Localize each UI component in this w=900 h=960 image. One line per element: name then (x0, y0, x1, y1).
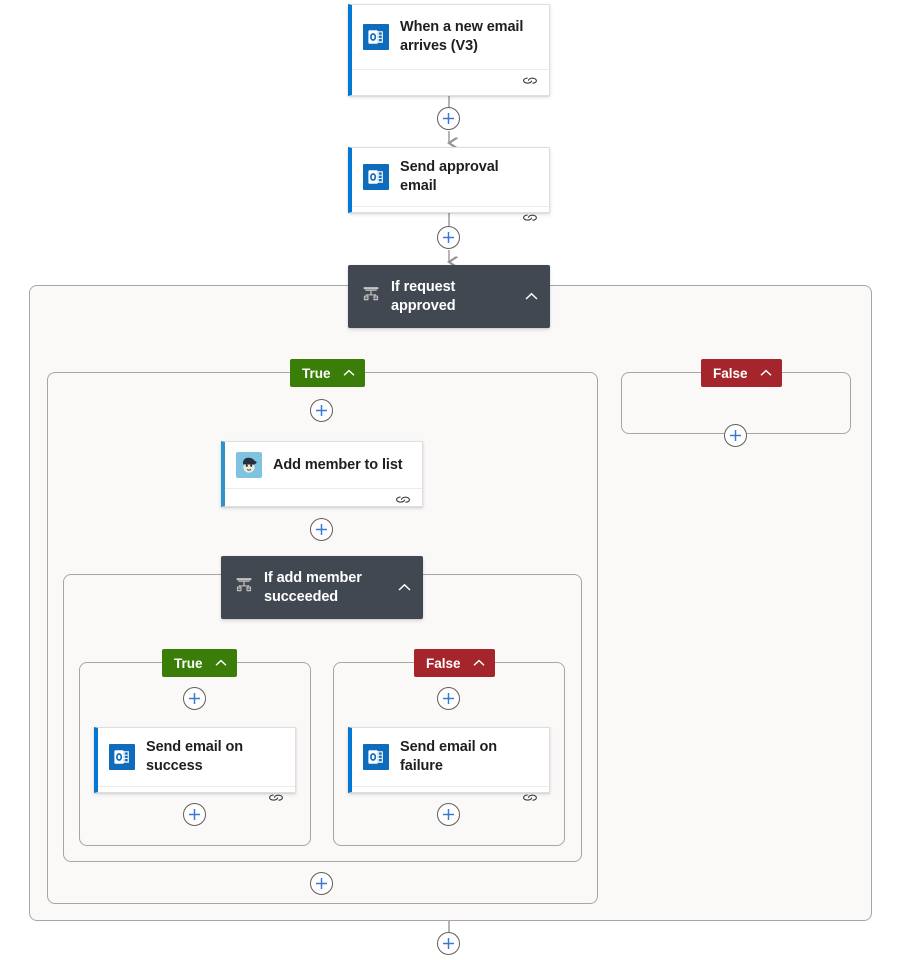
add-step-button-added-false-top[interactable] (437, 687, 460, 710)
add-step-button-approved-false-empty[interactable] (724, 424, 747, 447)
branch-badge-approved-true[interactable]: True (290, 359, 365, 387)
add-step-button-after-trigger[interactable] (437, 107, 460, 130)
add-step-button-approved-true-top[interactable] (310, 399, 333, 422)
add-step-button-after-add-member[interactable] (310, 518, 333, 541)
card-header: Send approval email (352, 148, 549, 206)
card-header: Send email on failure (352, 728, 549, 786)
card-footer (352, 786, 549, 812)
add-step-button-added-true-bottom[interactable] (183, 803, 206, 826)
add-step-button-after-if-approved[interactable] (437, 932, 460, 955)
card-title: Send email on failure (400, 739, 497, 774)
card-send-approval-email[interactable]: Send approval email (348, 147, 550, 221)
chevron-up-icon[interactable] (525, 292, 538, 301)
link-icon[interactable] (395, 493, 411, 511)
card-header: When a new email arrives (V3) (352, 5, 549, 69)
branch-label: False (713, 365, 748, 381)
card-title: If request approved (391, 278, 456, 314)
add-step-button-added-true-top[interactable] (183, 687, 206, 710)
chevron-up-icon[interactable] (760, 369, 772, 377)
outlook-icon (109, 744, 135, 770)
card-title: Send approval email (400, 159, 499, 194)
branch-label: True (174, 655, 203, 671)
branch-label: True (302, 365, 331, 381)
card-send-email-on-failure[interactable]: Send email on failure (348, 727, 550, 801)
card-if-add-member-succeeded[interactable]: If add member succeeded (221, 556, 423, 619)
chevron-up-icon[interactable] (398, 583, 411, 592)
card-footer (98, 786, 295, 812)
condition-icon (361, 284, 381, 309)
card-title: When a new email arrives (V3) (400, 19, 524, 54)
card-add-member-to-list[interactable]: Add member to list (221, 441, 423, 507)
card-title: Add member to list (273, 456, 403, 473)
branch-label: False (426, 655, 461, 671)
link-icon[interactable] (522, 211, 538, 229)
outlook-icon (363, 24, 389, 50)
card-header: Send email on success (98, 728, 295, 786)
card-when-a-new-email-arrives[interactable]: When a new email arrives (V3) (348, 4, 550, 96)
add-step-button-after-send-approval[interactable] (437, 226, 460, 249)
chevron-up-icon[interactable] (343, 369, 355, 377)
card-title: Send email on success (146, 739, 243, 774)
add-step-button-added-false-bottom[interactable] (437, 803, 460, 826)
add-step-button-approved-true-bottom[interactable] (310, 872, 333, 895)
card-title: If add member succeeded (264, 569, 362, 605)
outlook-icon (363, 744, 389, 770)
chevron-up-icon[interactable] (473, 659, 485, 667)
mailchimp-icon (236, 452, 262, 478)
chevron-up-icon[interactable] (215, 659, 227, 667)
link-icon[interactable] (522, 791, 538, 809)
card-footer (225, 488, 422, 514)
card-if-request-approved[interactable]: If request approved (348, 265, 550, 328)
branch-badge-added-false[interactable]: False (414, 649, 495, 677)
card-send-email-on-success[interactable]: Send email on success (94, 727, 296, 801)
condition-icon (234, 575, 254, 600)
link-icon[interactable] (522, 74, 538, 92)
link-icon[interactable] (268, 791, 284, 809)
card-footer (352, 206, 549, 232)
card-header: Add member to list (225, 442, 422, 488)
card-footer (352, 69, 549, 95)
branch-badge-added-true[interactable]: True (162, 649, 237, 677)
outlook-icon (363, 164, 389, 190)
branch-badge-approved-false[interactable]: False (701, 359, 782, 387)
